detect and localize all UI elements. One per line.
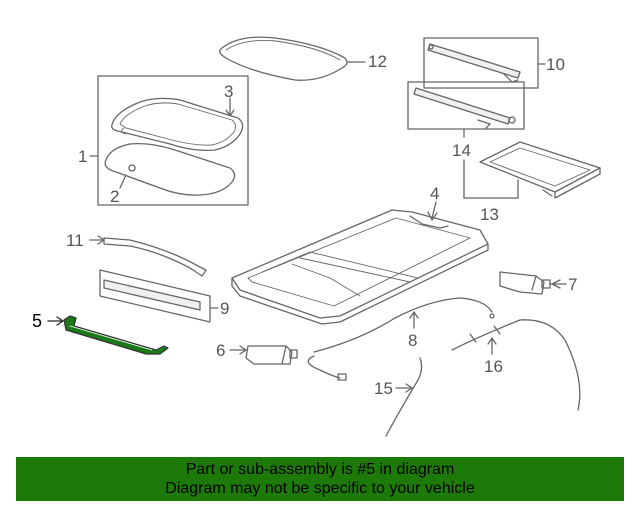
callout-labels: 12 3 1 2 10 14 13 4 11 7 9 5 6 8 16 15 [32,52,577,398]
callout-7: 7 [568,275,577,294]
part-10-box [423,37,546,89]
banner-line-2: Diagram may not be specific to your vehi… [165,480,475,497]
part-9-box [99,269,219,323]
part-13-frame [463,141,601,199]
part-7-motor [499,271,567,295]
banner-line-1: Part or sub-assembly is #5 in diagram [185,461,455,478]
callout-5: 5 [32,311,42,331]
part-12-glass-panel [219,36,366,81]
part-1-assembly-box [89,75,249,206]
callout-12: 12 [368,52,387,71]
part-5-highlighted[interactable] [47,315,169,355]
callout-6: 6 [216,341,225,360]
callout-1: 1 [78,147,87,166]
callout-10: 10 [546,55,565,74]
callout-8: 8 [408,331,417,350]
callout-11: 11 [66,231,84,250]
callout-15: 15 [374,379,393,398]
part-14-box [407,81,525,138]
part-6-motor [229,345,298,365]
part-11-trim [89,235,207,277]
callout-3: 3 [224,82,233,101]
part-15-hose [385,357,423,437]
callout-14: 14 [452,141,471,160]
callout-16: 16 [484,357,503,376]
info-banner: Part or sub-assembly is #5 in diagram Di… [16,457,624,501]
callout-9: 9 [220,299,229,318]
part-16-hose [451,319,581,411]
callout-4: 4 [430,184,439,203]
callout-2: 2 [110,187,119,206]
part-8-drain-cable [307,297,495,381]
callout-13: 13 [480,205,499,224]
part-4-sunroof-housing [231,201,489,325]
